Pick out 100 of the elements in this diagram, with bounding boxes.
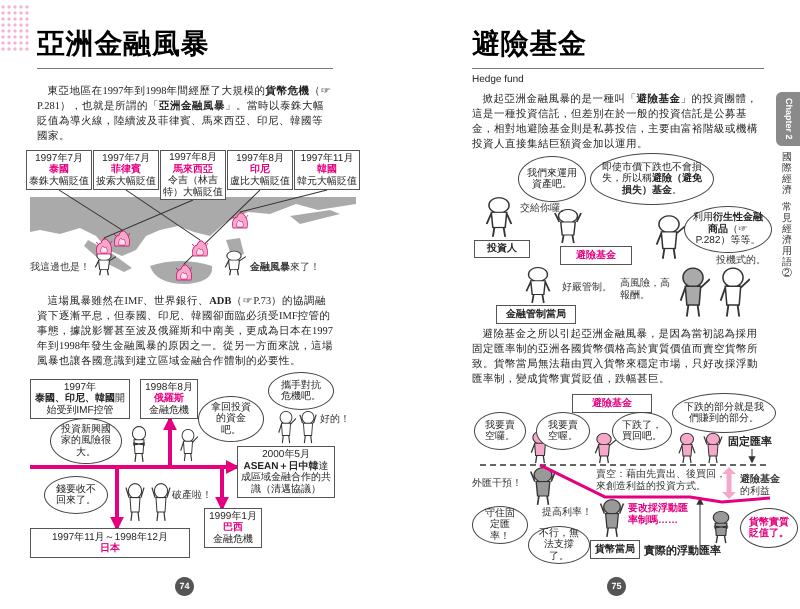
page-subtitle: Hedge fund	[472, 73, 524, 87]
chapter-tab: Chapter 2	[776, 92, 800, 146]
bubble-text: 守住固定匯率！	[484, 508, 516, 542]
shout-text: 高風險，高報酬。	[620, 278, 671, 301]
leader-line	[104, 200, 194, 238]
bubble-text: 錢要收不回來了。	[55, 484, 97, 506]
box-text: ASEAN＋日中韓達成區域金融合作的共識（清邁協議）	[240, 460, 332, 495]
shout-text: 好的！	[320, 414, 350, 426]
pointer-arrow	[696, 498, 704, 546]
box-text: 韓元大幅貶值	[297, 176, 357, 188]
speech-bubble	[528, 526, 590, 564]
shout-text: 提高利率！	[542, 507, 592, 518]
box-text: 2000年5月	[262, 449, 310, 460]
leader-line	[58, 190, 122, 230]
box-text: 披索大幅貶值	[96, 176, 156, 188]
fire-icon	[113, 230, 131, 247]
section-heading: 國際經濟	[782, 152, 792, 196]
bubble-text: 拿回投資的資金吧。	[210, 402, 252, 436]
shout-text: 金融風暴來了！	[250, 262, 320, 274]
diagram-title-box	[572, 394, 652, 413]
page-number: 75	[607, 577, 626, 596]
box-text: 泰銖大幅貶值	[29, 176, 89, 188]
event-box	[30, 528, 190, 558]
axis-label: 實際的浮動匯率	[644, 545, 734, 561]
body-paragraph: 這場風暴雖然在IMF、世界銀行、ADB（☞P.73）的協調融資下逐漸平息，但泰國、印尼、韓國卻面臨必須受IMF控管的事態，據說影響甚至波及俄羅斯和中南美，更成為日本在1997年到1998年發生金融風暴的原因之一。從另一方面來說，這場風暴也讓各國意識到建立區域金融合作體制的必要性。	[37, 294, 333, 369]
body-paragraph: 避險基金之所以引起亞洲金融風暴，是因為當初認為採用固定匯率制的亞洲各國貨幣價格高於實質價值而賣空貨幣所致。貨幣當局無法藉由買入貨幣來穩定市場，只好改採浮動匯率制，變成貨幣實質貶值，跌幅甚巨。	[472, 327, 759, 387]
axis-label: 固定匯率	[728, 436, 778, 449]
event-box	[237, 446, 335, 498]
box-text: 避險基金	[576, 250, 616, 262]
bubble-text: 我要賣空喔。	[547, 420, 579, 442]
event-box	[160, 150, 226, 200]
shout-text: 要改採浮動匯率制嗎……	[628, 503, 689, 526]
box-text: 盧比大幅貶值	[230, 176, 290, 188]
box-text: 印尼	[250, 164, 270, 176]
box-text: 泰國、印尼、韓國開始受到IMF控管	[34, 393, 126, 416]
box-text: 日本	[100, 543, 120, 554]
bubble-text: 貨幣實質貶值了。	[749, 516, 789, 540]
note-text: 賣空：藉由先賣出、後買回，來創造利益的投資方式。	[596, 469, 726, 492]
profit-label: 避險基金的利益	[740, 474, 781, 497]
speech-bubble	[474, 412, 526, 450]
speech-bubble	[472, 506, 528, 544]
page-title: 避險基金	[472, 30, 587, 58]
role-label-box	[590, 540, 640, 559]
bubble-text: 下跌了，買回吧。	[621, 420, 663, 442]
box-text: 1997年7月	[35, 152, 83, 164]
bubble-text: 下跌的部分就是我們賺到的部分。	[683, 402, 765, 424]
box-text: 1997年11月	[300, 152, 354, 164]
box-text: 金融危機	[149, 404, 189, 416]
speech-bubble	[612, 412, 672, 450]
speech-bubble	[672, 393, 776, 433]
leader-line	[126, 190, 200, 240]
role-label-box	[474, 240, 530, 258]
box-text: 1997年7月	[102, 152, 150, 164]
event-box	[26, 150, 92, 190]
bubble-text: 利用衍生性金融商品（☞P.282）等等。	[693, 212, 763, 247]
box-text: 俄羅斯	[154, 393, 184, 404]
bubble-text: 攜手對抗危機吧。	[280, 380, 322, 402]
bubble-text: 投資新興國家的風險很大。	[60, 424, 112, 458]
bubble-text: 不行，無法支撐了。	[538, 528, 580, 562]
bubble-text: 即使市價下跌也不會損失，所以稱避險（避免損失）基金。	[601, 162, 703, 196]
box-text: 金融管制當局	[506, 308, 566, 320]
event-box	[227, 150, 293, 190]
box-text: 金融危機	[213, 534, 253, 546]
event-box	[30, 379, 130, 419]
event-box	[204, 508, 262, 548]
bubble-text: 我要賣空囉。	[484, 420, 516, 442]
speech-bubble	[536, 412, 590, 450]
box-text: 泰國	[49, 164, 69, 176]
box-text: 1997年8月	[169, 152, 217, 164]
shout-text: 投機式的。	[716, 255, 766, 266]
shout-text: 我這邊也是！	[30, 262, 90, 274]
fire-icon	[95, 238, 113, 255]
shout-text: 破產啦！	[172, 490, 212, 502]
box-text: 1997年8月	[236, 152, 284, 164]
shout-text: 好嚴管制。	[562, 282, 612, 294]
role-label-box	[496, 305, 576, 324]
fire-icon	[175, 264, 193, 281]
box-text: 貨幣當局	[595, 544, 635, 556]
section-heading: 常見經濟用語②	[782, 202, 792, 279]
shout-text: 外匯干預！	[472, 478, 522, 490]
event-box	[93, 150, 159, 190]
box-text: 令吉（林吉特）大幅貶值	[163, 175, 223, 198]
box-text: 1998年8月	[145, 382, 193, 393]
box-text: 韓國	[317, 164, 337, 176]
box-text: 投資人	[487, 243, 517, 255]
box-text: 1999年1月	[209, 510, 257, 522]
speech-bubble	[198, 396, 264, 442]
role-label-box	[560, 246, 632, 265]
box-text: 馬來西亞	[173, 164, 213, 174]
box-text: 1997年	[64, 382, 96, 393]
page-number: 74	[175, 577, 194, 596]
event-box	[140, 379, 198, 419]
box-text: 1997年11月～1998年12月	[52, 532, 168, 542]
fire-icon	[231, 212, 249, 229]
page-title: 亞洲金融風暴	[37, 30, 210, 58]
pointer-arrow	[748, 448, 756, 464]
body-paragraph: 東亞地區在1997年到1998年間經歷了大規模的貨幣危機（☞P.281），也就是所謂的「亞洲金融風暴」。當時以泰銖大幅貶值為導火線，陸續波及菲律賓、馬來西亞、印尼、韓國等國家。	[37, 84, 332, 144]
bubble-text: 我們來運用資產吧。	[527, 168, 577, 190]
box-text: 菲律賓	[111, 164, 141, 176]
body-paragraph: 掀起亞洲金融風暴的是一種叫「避險基金」的投資團體，這是一種投資信託，但差別在於一般的投資信託是公募基金，相對地避險基金則是私募投信，主要由富裕階級或機構投資人直接集結巨額資金加以運用。	[472, 92, 759, 152]
